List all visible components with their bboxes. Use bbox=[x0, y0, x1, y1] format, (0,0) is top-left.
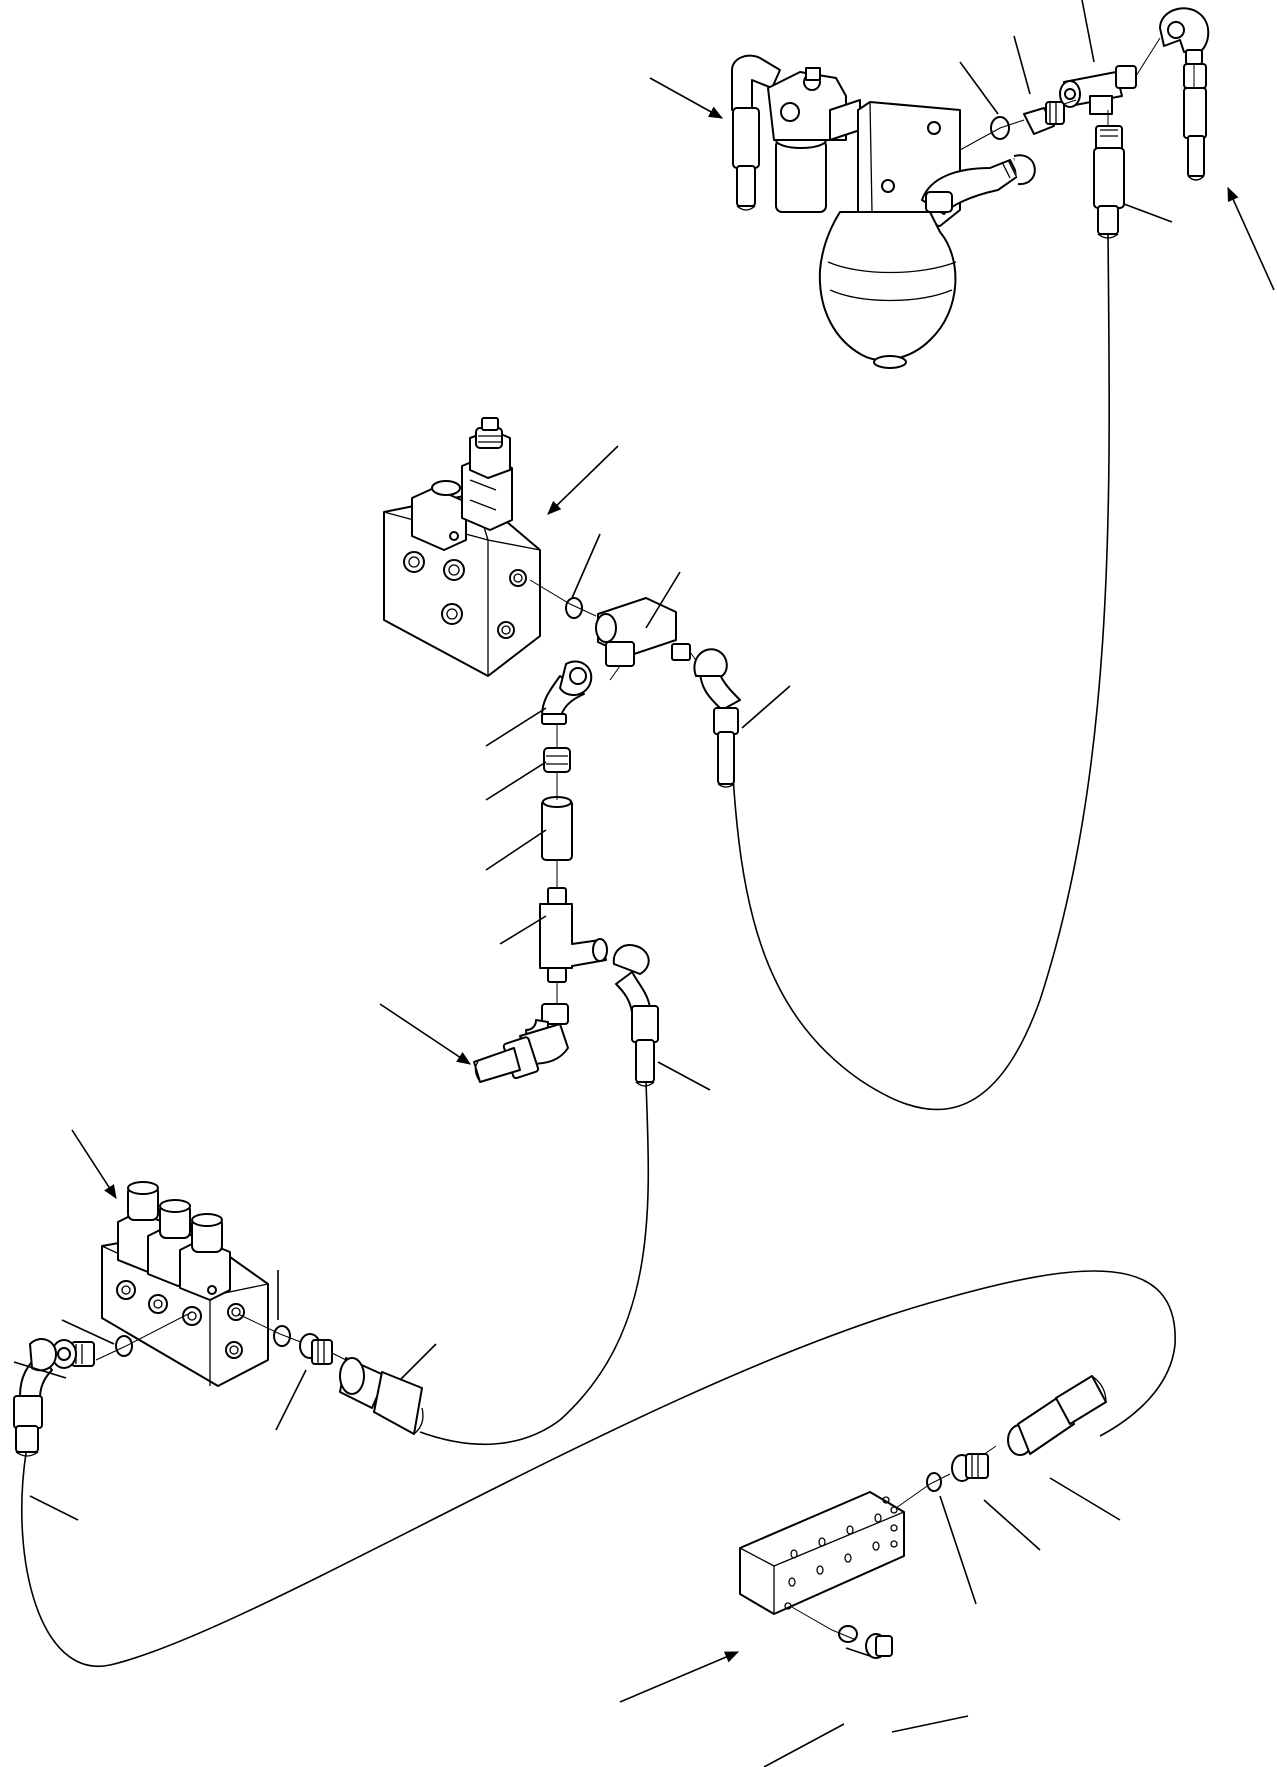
plug-leaders bbox=[845, 1647, 871, 1657]
hose-long-loop bbox=[21, 1270, 1176, 1668]
solenoid-valve-upper bbox=[383, 417, 541, 677]
triple-valve-right-fittings bbox=[237, 1313, 424, 1435]
hose-tee-to-triple-valve bbox=[419, 1081, 650, 1446]
pointer-arrows bbox=[71, 77, 1275, 1703]
solenoid-valve-triple bbox=[101, 1181, 269, 1387]
hose-accumulator-loop bbox=[729, 231, 1111, 1111]
distribution-block-fittings bbox=[789, 1375, 1107, 1659]
accumulator-assembly bbox=[731, 7, 1210, 369]
distribution-block bbox=[739, 1491, 905, 1615]
upper-tee-group bbox=[473, 579, 741, 1087]
leader-lines bbox=[13, 0, 1173, 1767]
triple-valve-left-fittings bbox=[13, 1311, 193, 1457]
hoses bbox=[21, 231, 1176, 1668]
